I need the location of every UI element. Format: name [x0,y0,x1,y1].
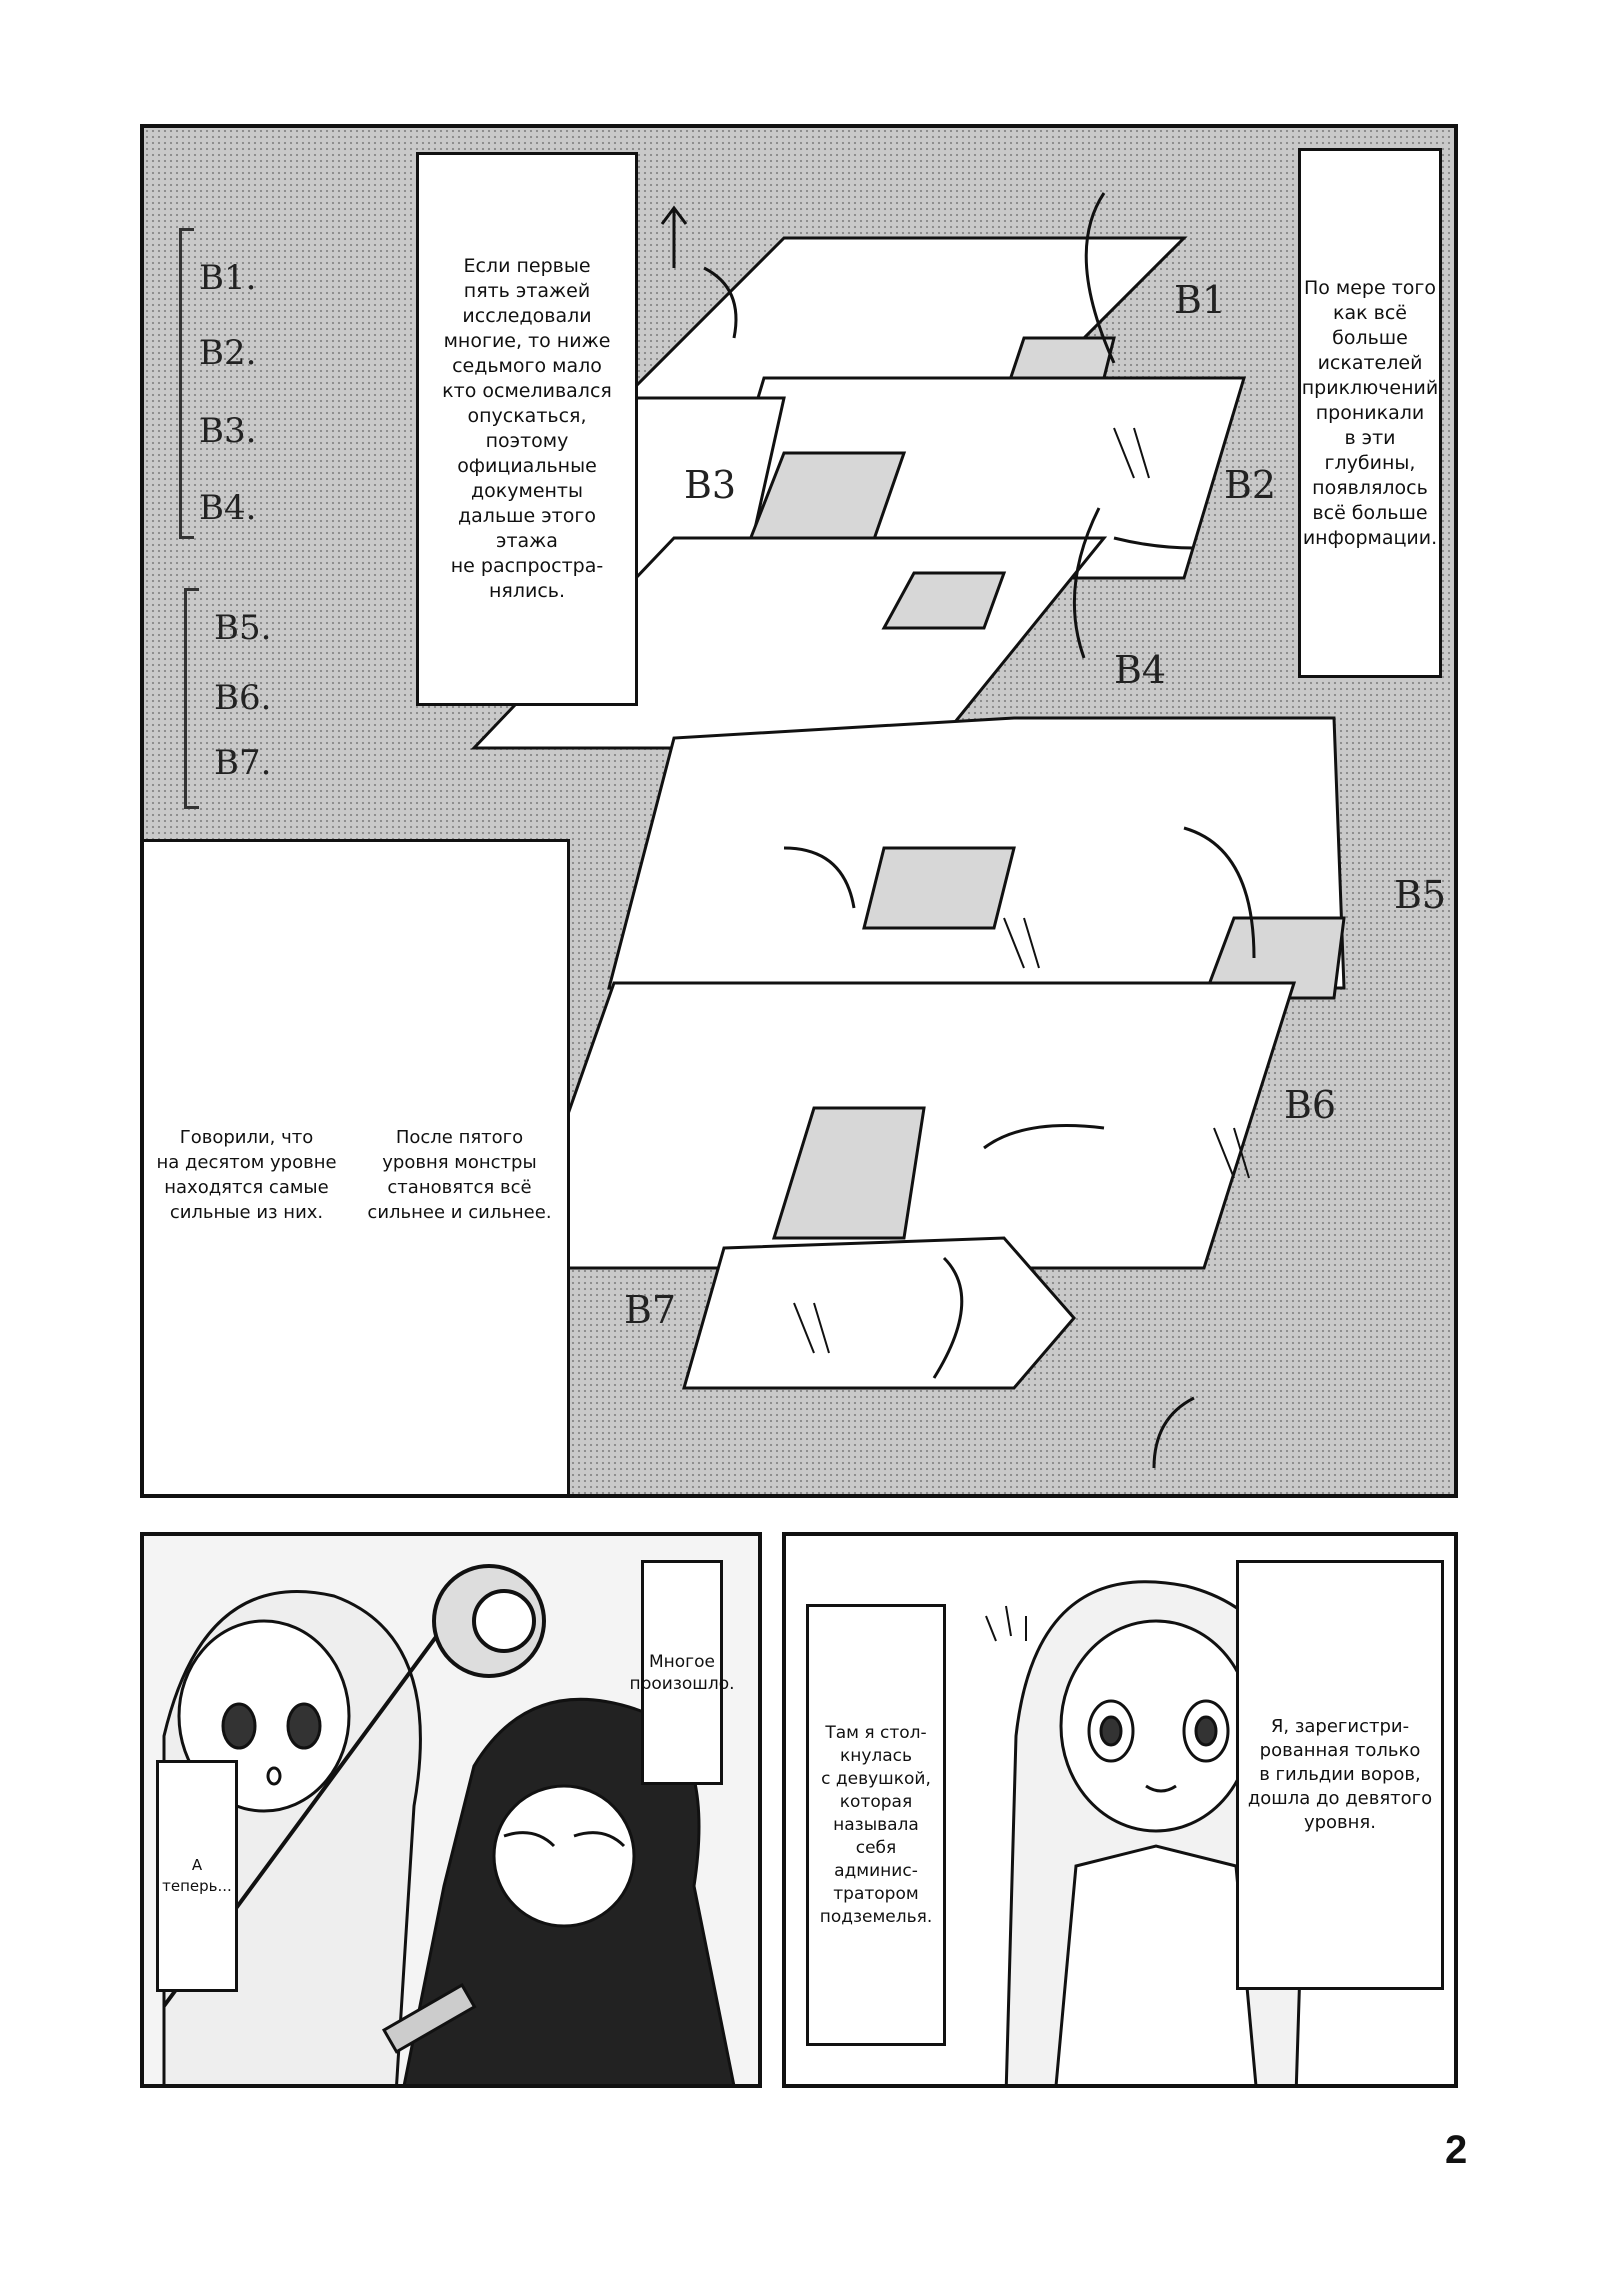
legend-b4: B4. [199,488,257,528]
legend-b2: B2. [199,333,257,373]
caption-box-much-happened: Многое произошло. [629,1560,735,1785]
legend-bracket-top [179,228,194,539]
floor-label-b1: B1 [1174,278,1227,322]
floor-label-b7: B7 [624,1288,677,1332]
map-panel: B1 B2 B3 B4 B5 B6 B7 B1. B2. B3. B4. B5.… [140,124,1458,1498]
caption-tenth-level: Говорили, что на десятом уровне находятс… [156,1127,337,1223]
legend-b1: B1. [199,258,257,298]
caption-box-met-girl: Там я стол- кнулась с девушкой, которая … [806,1604,946,2046]
floor-label-b2: B2 [1224,463,1277,507]
caption-box-strongest-monsters: Говорили, что на десятом уровне находятс… [144,839,570,1494]
caption-after-fifth-level: После пятого уровня монстры становятся в… [367,1127,552,1223]
floor-label-b6: B6 [1284,1083,1337,1127]
girl-portrait-illustration [985,1580,1308,2084]
legend-b5: B5. [214,608,272,648]
floor-label-b5: B5 [1394,873,1447,917]
legend-b3: B3. [199,411,257,451]
floor-label-b3: B3 [684,463,737,507]
page-number: 2 [1445,2128,1468,2172]
legend-b6: B6. [214,678,272,718]
legend-b7: B7. [214,743,272,783]
floor-label-b4: B4 [1114,648,1167,692]
caption-box-more-information: По мере того как всё больше искателей пр… [1298,148,1442,678]
caption-box-floors-explored: Если первые пять этажей исследовали мног… [416,152,638,706]
legend-bracket-bottom [184,588,199,809]
characters-panel: Многое произошло. А теперь... [140,1532,762,2088]
caption-box-and-now: А теперь... [156,1760,238,1992]
portrait-panel: Там я стол- кнулась с девушкой, которая … [782,1532,1458,2088]
caption-box-registered-thief: Я, зарегистри- рованная только в гильдии… [1236,1560,1444,1990]
